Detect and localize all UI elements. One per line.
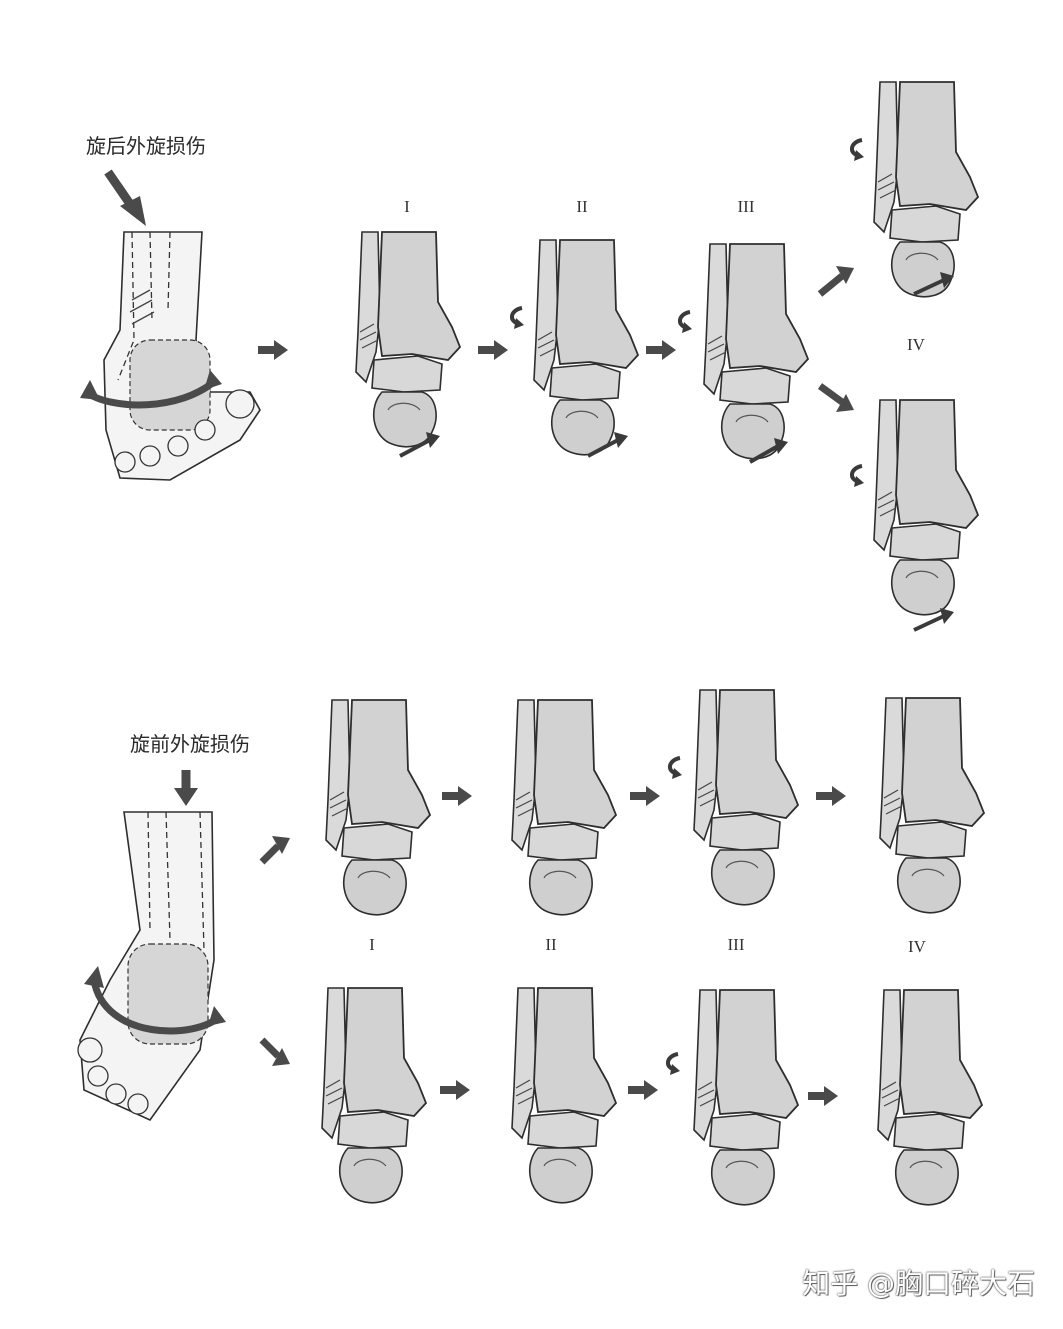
curved-arrow-top-3 <box>677 310 694 335</box>
injury-arrow-top <box>104 169 146 226</box>
arrow-mid-2 <box>630 786 660 806</box>
curved-arrow-low-3 <box>665 1052 682 1077</box>
label-pronation-external-rotation: 旋前外旋损伤 <box>130 732 250 756</box>
rotation-arrow-top-3 <box>749 438 788 464</box>
injury-arrow-bottom <box>174 770 198 806</box>
curved-arrow-top-4a <box>849 138 866 163</box>
stage-label-top-4: IV <box>907 335 925 354</box>
ankle-mid-stage-4 <box>879 697 985 914</box>
arrow-top-1 <box>478 340 508 360</box>
ankle-top-stage-3 <box>703 243 809 460</box>
split-arrow-up <box>817 266 854 297</box>
ankle-low-stage-2 <box>511 987 617 1204</box>
curved-arrow-top-2 <box>509 306 526 331</box>
arrow-low-3 <box>808 1086 838 1106</box>
ankle-mid-stage-3 <box>693 689 799 906</box>
ankle-top-stage-2 <box>533 239 639 456</box>
ankle-top-stage-1 <box>355 231 461 448</box>
curved-arrow-top-4b <box>849 464 866 489</box>
rotation-arrow-top-2 <box>587 432 628 458</box>
arrow-mid-3 <box>816 786 846 806</box>
ankle-top-stage-4a <box>873 81 979 298</box>
foot-overview-supination <box>80 231 261 481</box>
watermark: 知乎 @胸口碎大石 <box>802 1267 1035 1300</box>
rotation-arrow-top-1 <box>399 432 440 458</box>
ankle-mid-stage-1 <box>325 699 431 916</box>
ankle-low-stage-1 <box>321 987 427 1204</box>
stage-label-top-1: I <box>404 197 410 216</box>
foot-overview-pronation <box>77 811 226 1122</box>
stage-label-bottom-1: I <box>369 935 375 954</box>
curved-arrow-mid-3 <box>667 756 684 781</box>
stage-label-top-2: II <box>576 197 588 216</box>
stage-label-bottom-4: IV <box>908 937 926 956</box>
arrow-mid-1 <box>442 786 472 806</box>
arrow-top-0 <box>258 340 288 360</box>
rotation-arrow-top-4b <box>913 608 954 632</box>
arrow-low-1 <box>440 1080 470 1100</box>
ankle-low-stage-4 <box>877 989 983 1206</box>
split-arrow-down <box>817 383 854 412</box>
ankle-top-stage-4b <box>873 399 979 616</box>
ankle-low-stage-3 <box>693 989 799 1206</box>
stage-label-top-3: III <box>737 197 755 216</box>
branch-arrow-down <box>259 1037 290 1066</box>
rotation-arrow-top-4a <box>913 272 954 296</box>
branch-arrow-up <box>259 836 290 865</box>
label-supination-external-rotation: 旋后外旋损伤 <box>86 134 206 158</box>
stage-label-bottom-2: II <box>545 935 557 954</box>
arrow-low-2 <box>628 1080 658 1100</box>
stage-label-bottom-3: III <box>727 935 745 954</box>
arrow-top-2 <box>646 340 676 360</box>
ankle-mid-stage-2 <box>511 699 617 916</box>
